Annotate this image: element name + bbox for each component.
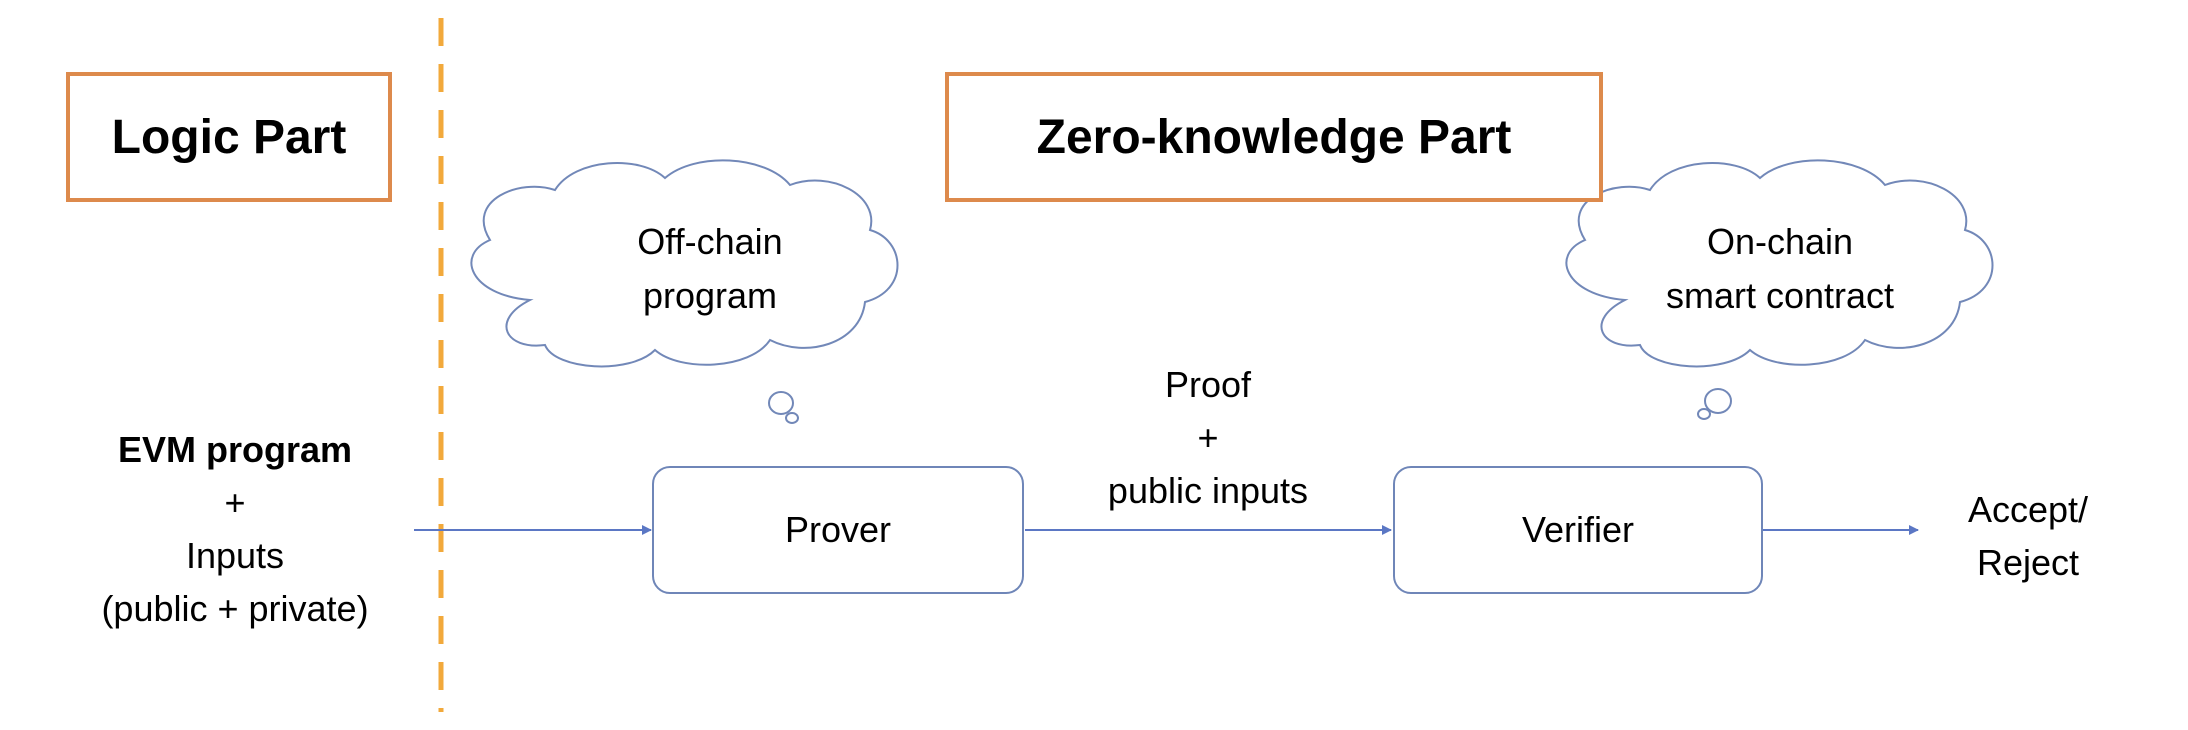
zero-knowledge-part-header: Zero-knowledge Part [945,72,1603,202]
input-plus-text: + [224,482,246,523]
inputs-text: Inputs [185,535,285,576]
on-chain-cloud-text: On-chain smart contract [1620,215,1940,323]
off-chain-cloud-bubble-small [785,412,799,424]
proof-plus-text: + [1197,417,1219,458]
on-chain-cloud [1565,159,1994,420]
on-chain-line: On-chain [1706,221,1854,262]
zero-knowledge-part-title: Zero-knowledge Part [1036,110,1512,164]
output-label: Accept/ Reject [1928,483,2128,589]
verifier-label: Verifier [1521,509,1635,550]
public-inputs-text: public inputs [1107,470,1309,511]
off-chain-cloud-bubble-large [768,391,794,415]
proof-label: Proof + public inputs [1050,358,1366,517]
off-chain-cloud-text: Off-chain program [560,215,860,323]
off-chain-line: Off-chain [637,221,783,262]
input-label: EVM program + Inputs (public + private) [40,423,430,635]
verifier-box: Verifier [1393,466,1763,594]
logic-part-title: Logic Part [111,110,347,164]
reject-text: Reject [1976,542,2080,583]
prover-box: Prover [652,466,1024,594]
on-chain-cloud-bubble-small [1697,408,1711,420]
logic-part-header: Logic Part [66,72,392,202]
on-chain-cloud-bubble-large [1704,388,1732,414]
public-private-text: (public + private) [101,588,369,629]
prover-label: Prover [784,509,892,550]
program-line: program [642,275,778,316]
evm-program-text: EVM program [117,429,353,470]
proof-text: Proof [1164,364,1252,405]
accept-text: Accept/ [1967,489,2089,530]
smart-contract-line: smart contract [1665,275,1895,316]
off-chain-cloud [470,159,899,424]
